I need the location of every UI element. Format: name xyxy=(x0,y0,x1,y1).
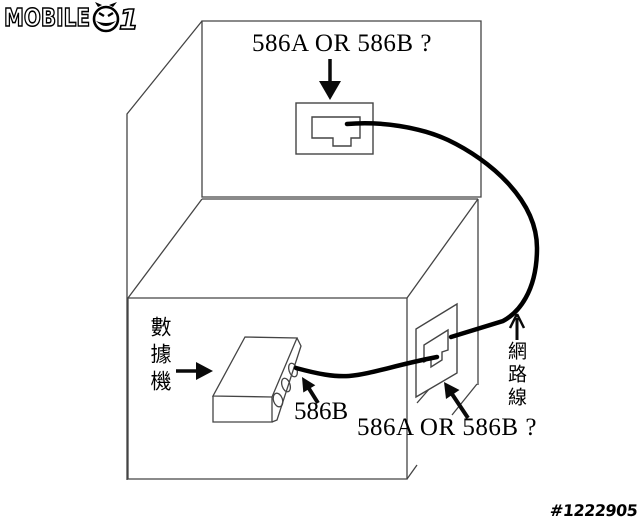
arrow-up-cable-icon xyxy=(508,313,526,340)
arrow-up-left-port-icon xyxy=(302,377,320,405)
logo-brand-text: MOBILE xyxy=(4,3,90,32)
bottom-wall-jack xyxy=(415,302,458,399)
top-outlet-question-label: 586A OR 586B ? xyxy=(252,30,432,57)
arrow-right-icon xyxy=(176,362,213,380)
network-cable-label: 網路線 xyxy=(505,341,526,410)
logo-suffix-text: 1 xyxy=(119,3,138,36)
bottom-outlet-question-label: 586A OR 586B ? xyxy=(357,414,537,441)
desk-outline xyxy=(127,198,479,480)
wall-outline xyxy=(126,20,482,480)
arrow-down-icon xyxy=(319,59,341,100)
network-cable-arc xyxy=(344,120,540,340)
devil-face-icon xyxy=(92,2,120,33)
top-wall-jack xyxy=(295,102,374,155)
post-id-watermark: #1222905 xyxy=(548,501,638,520)
arrow-up-left-jack-icon xyxy=(444,382,470,420)
mobile01-logo: MOBILE 1 xyxy=(3,2,139,37)
modem-label: 數據機 xyxy=(148,316,172,397)
modem-port-586b-label: 586B xyxy=(294,398,349,425)
network-cable-modem xyxy=(293,354,440,379)
